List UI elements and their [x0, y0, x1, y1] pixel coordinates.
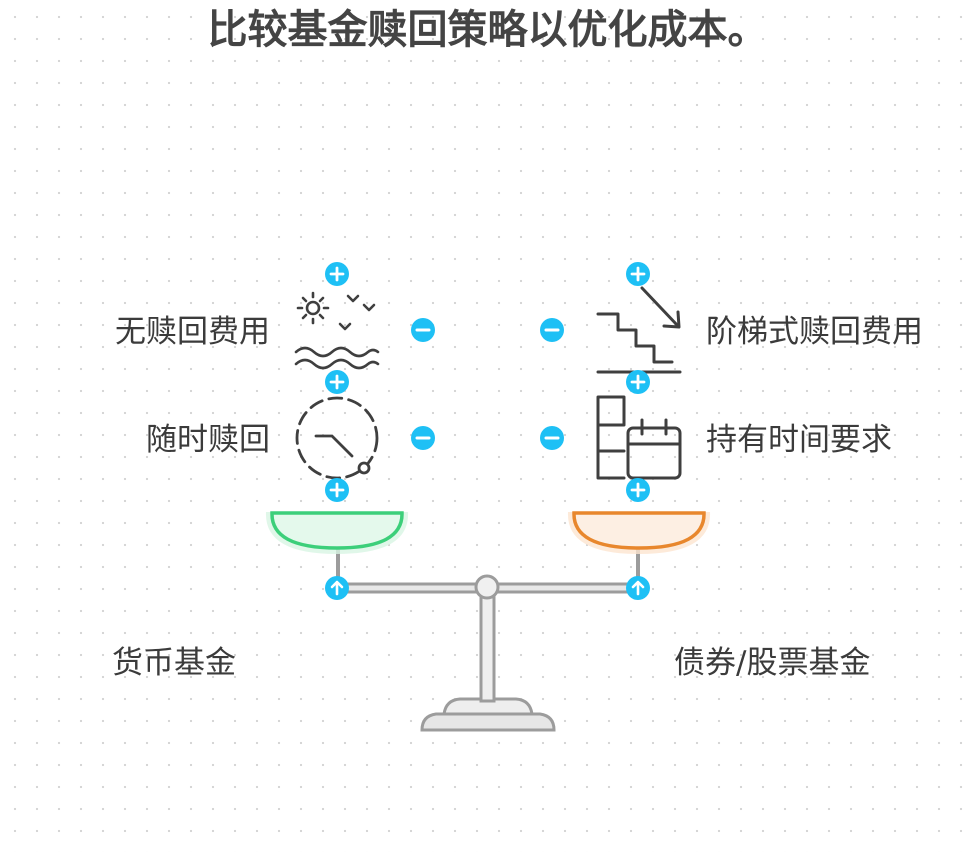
clock-icon — [295, 396, 379, 480]
bond-stock-fund-label: 债券/股票基金 — [674, 645, 871, 681]
minus-connector — [411, 318, 435, 342]
arrow-up-connector-left — [325, 576, 349, 600]
scale-pivot — [474, 574, 500, 600]
scale-base — [420, 712, 556, 732]
minus-connector — [411, 426, 435, 450]
minus-connectors — [411, 318, 564, 450]
scale-base-top — [442, 697, 534, 716]
minus-connector — [540, 318, 564, 342]
plus-connector — [325, 370, 349, 394]
plus-connector — [626, 478, 650, 502]
right-pan — [572, 511, 706, 550]
plus-connector — [325, 478, 349, 502]
plus-connector — [626, 370, 650, 394]
left-pan — [270, 511, 404, 550]
arrow-up-connector-right — [626, 576, 650, 600]
plus-connector — [626, 262, 650, 286]
page-title: 比较基金赎回策略以优化成本。 — [207, 7, 768, 53]
scale-pillar — [479, 595, 496, 703]
minus-connector — [540, 426, 564, 450]
feature-no-redemption-fee: 无赎回费用 — [115, 314, 270, 350]
plus-connectors — [325, 262, 650, 502]
sun-waves-icon — [294, 291, 380, 370]
feature-tiered-redemption-fee: 阶梯式赎回费用 — [706, 314, 923, 350]
money-fund-label: 货币基金 — [112, 645, 236, 681]
stairs-down-icon — [596, 286, 682, 374]
calendar-icon — [596, 395, 682, 480]
feature-holding-period: 持有时间要求 — [706, 422, 892, 458]
feature-anytime-redemption: 随时赎回 — [146, 422, 270, 458]
balance-scale — [265, 511, 711, 732]
plus-connector — [325, 262, 349, 286]
